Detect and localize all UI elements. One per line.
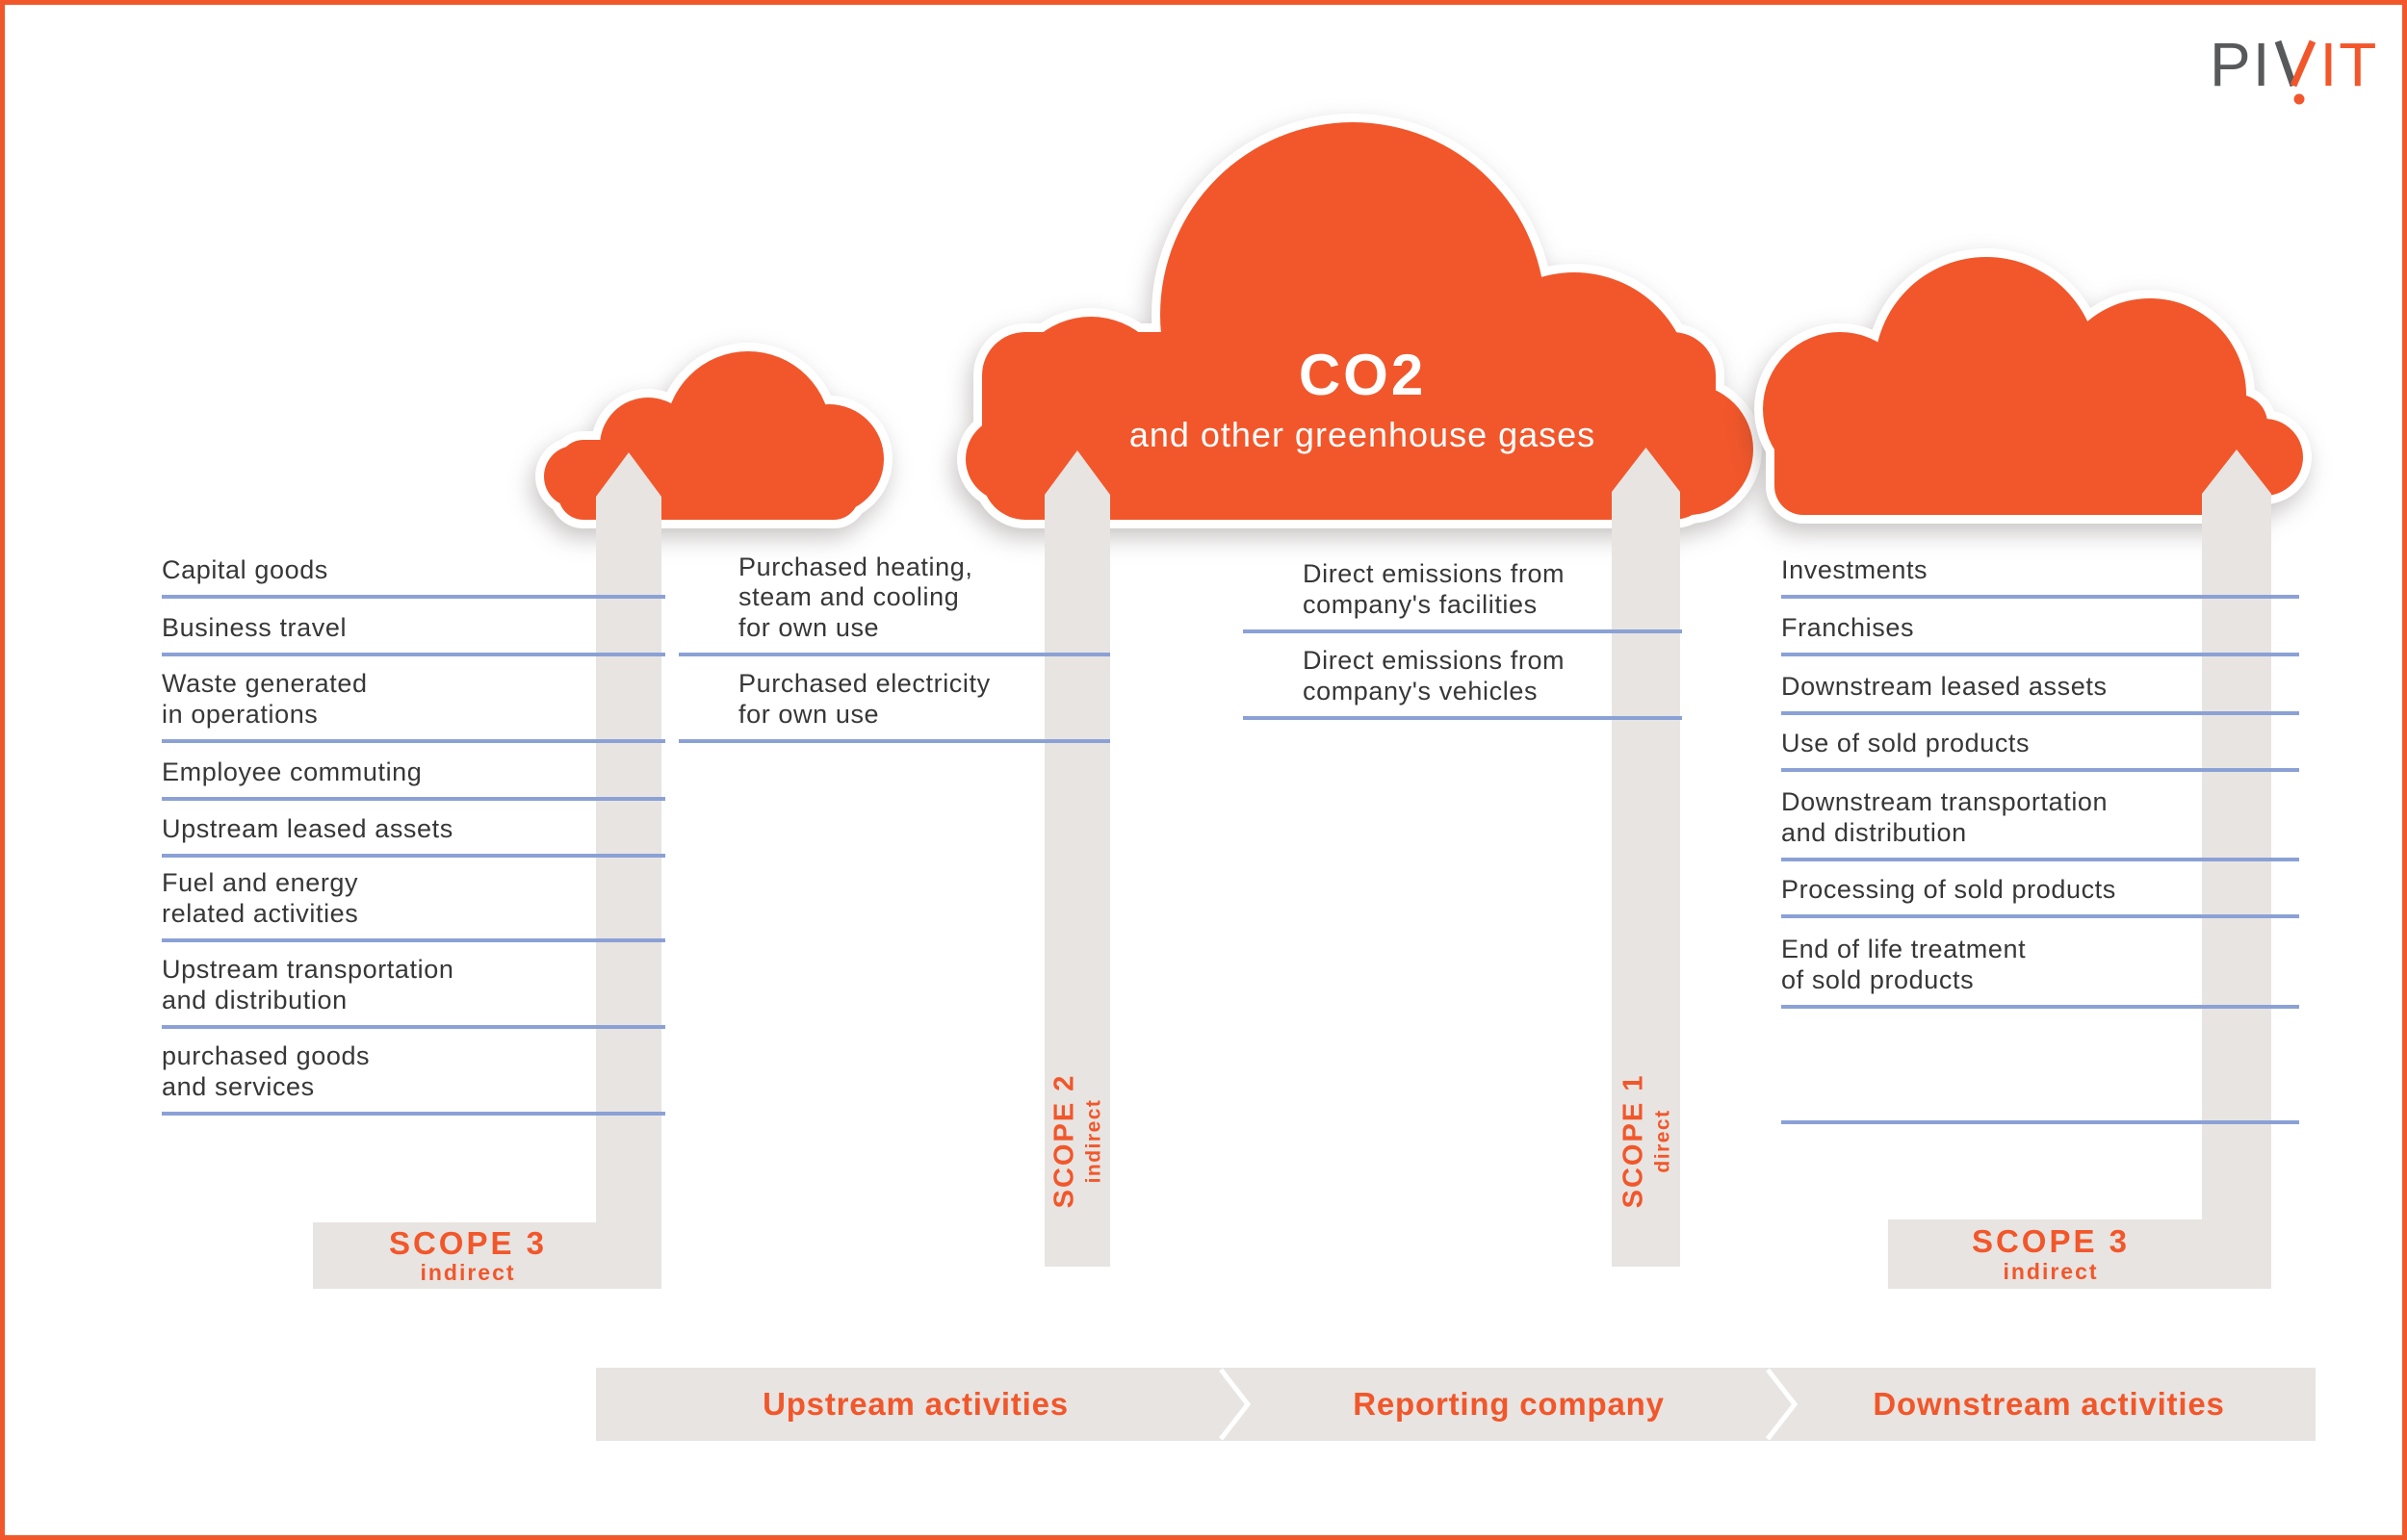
list-item-label: Upstream leased assets [162,813,453,843]
arrow-scope3-upstream [596,452,661,1289]
list-item-label: Fuel and energy related activities [162,868,359,928]
list-item-label: Business travel [162,612,348,642]
list-item: Processing of sold products [1781,861,2299,918]
scope2-subtitle: indirect [1082,1098,1105,1183]
scope3-upstream-list: Capital goods Business travel Waste gene… [162,554,665,1116]
logo-text-gray: PI [2210,30,2272,99]
activity-bar: Upstream activities Reporting company Do… [596,1368,2316,1441]
co2-subtitle: and other greenhouse gases [1128,415,1596,454]
list-item: Upstream leased assets [162,801,665,858]
reporting-company-label: Reporting company [1353,1386,1665,1422]
scope3-downstream-title: SCOPE 3 [1971,1223,2131,1260]
small-cloud [535,343,893,528]
cloud-caption: CO2 and other greenhouse gases [1074,344,1651,455]
list-item: Downstream transportation and distributi… [1781,772,2299,861]
list-item-label: Employee commuting [162,757,423,786]
list-item-label: Investments [1781,554,1928,584]
scope2-title: SCOPE 2 [1048,1073,1080,1208]
upstream-activities-label: Upstream activities [763,1386,1069,1422]
list-item-label: Waste generated in operations [162,669,368,729]
arrow-scope3-downstream [2202,449,2271,1289]
list-item-label: Use of sold products [1781,728,2031,757]
list-item: Purchased heating, steam and cooling for… [679,534,1110,656]
arrow-scope2 [1045,450,1110,1267]
scope2-label: SCOPE 2 indirect [1045,1020,1110,1261]
list-item: Investments [1781,554,2299,599]
scope1-label: SCOPE 1 direct [1612,1020,1680,1261]
list-item: purchased goods and services [162,1029,665,1116]
list-item-label: Direct emissions from company's vehicles [1303,646,1566,706]
list-item: Capital goods [162,554,665,599]
list-item-label: Purchased heating, steam and cooling for… [738,552,973,642]
list-item: End of life treatment of sold products [1781,918,2299,1009]
list-item-label: End of life treatment of sold products [1781,935,2027,994]
co2-title: CO2 [1298,343,1427,407]
scope3-downstream-subtitle: indirect [2003,1258,2099,1284]
list-item: Direct emissions from company's faciliti… [1243,544,1682,633]
downstream-activities-label: Downstream activities [1873,1386,2225,1422]
list-item-label: Capital goods [162,554,328,584]
scope1-list: Direct emissions from company's faciliti… [1243,544,1682,720]
pivit-logo: PI IT [2210,34,2378,109]
list-item: Upstream transportation and distribution [162,942,665,1029]
right-cloud [1754,248,2312,524]
co2-cloud-large [957,114,1762,528]
list-item: Employee commuting [162,743,665,801]
list-item: Business travel [162,599,665,656]
list-item-label: Processing of sold products [1781,874,2116,904]
v-exclamation-icon [2275,39,2316,105]
list-item-label: purchased goods and services [162,1041,371,1101]
list-item: Purchased electricity for own use [679,656,1110,743]
list-item: Fuel and energy related activities [162,858,665,942]
scope3-upstream-title: SCOPE 3 [388,1224,548,1261]
list-item-label: Downstream transportation and distributi… [1781,787,2109,847]
arrow-scope1 [1612,448,1680,1267]
list-item: Waste generated in operations [162,656,665,743]
list-item: Downstream leased assets [1781,656,2299,715]
scope1-subtitle: direct [1650,1108,1673,1173]
list-item-label: Direct emissions from company's faciliti… [1303,559,1566,619]
list-item-label: Purchased electricity for own use [738,669,991,729]
list-item-label: Downstream leased assets [1781,671,2108,701]
scope3-upstream-subtitle: indirect [420,1260,516,1285]
list-item: Franchises [1781,599,2299,656]
list-item-label: Franchises [1781,612,1915,642]
scope3-upstream-foot: SCOPE 3 indirect [313,1222,661,1289]
logo-text-orange: IT [2319,30,2379,99]
list-item [1781,1009,2299,1124]
list-item-label: Upstream transportation and distribution [162,955,454,1014]
chevron-right-icon [1766,1368,1799,1441]
list-item: Use of sold products [1781,715,2299,772]
list-item: Direct emissions from company's vehicles [1243,633,1682,720]
chevron-right-icon [1219,1368,1252,1441]
scope3-downstream-foot: SCOPE 3 indirect [1888,1219,2271,1289]
scope2-list: Purchased heating, steam and cooling for… [679,534,1110,743]
scope3-downstream-list: Investments Franchises Downstream leased… [1781,554,2299,1124]
scope1-title: SCOPE 1 [1618,1073,1649,1208]
